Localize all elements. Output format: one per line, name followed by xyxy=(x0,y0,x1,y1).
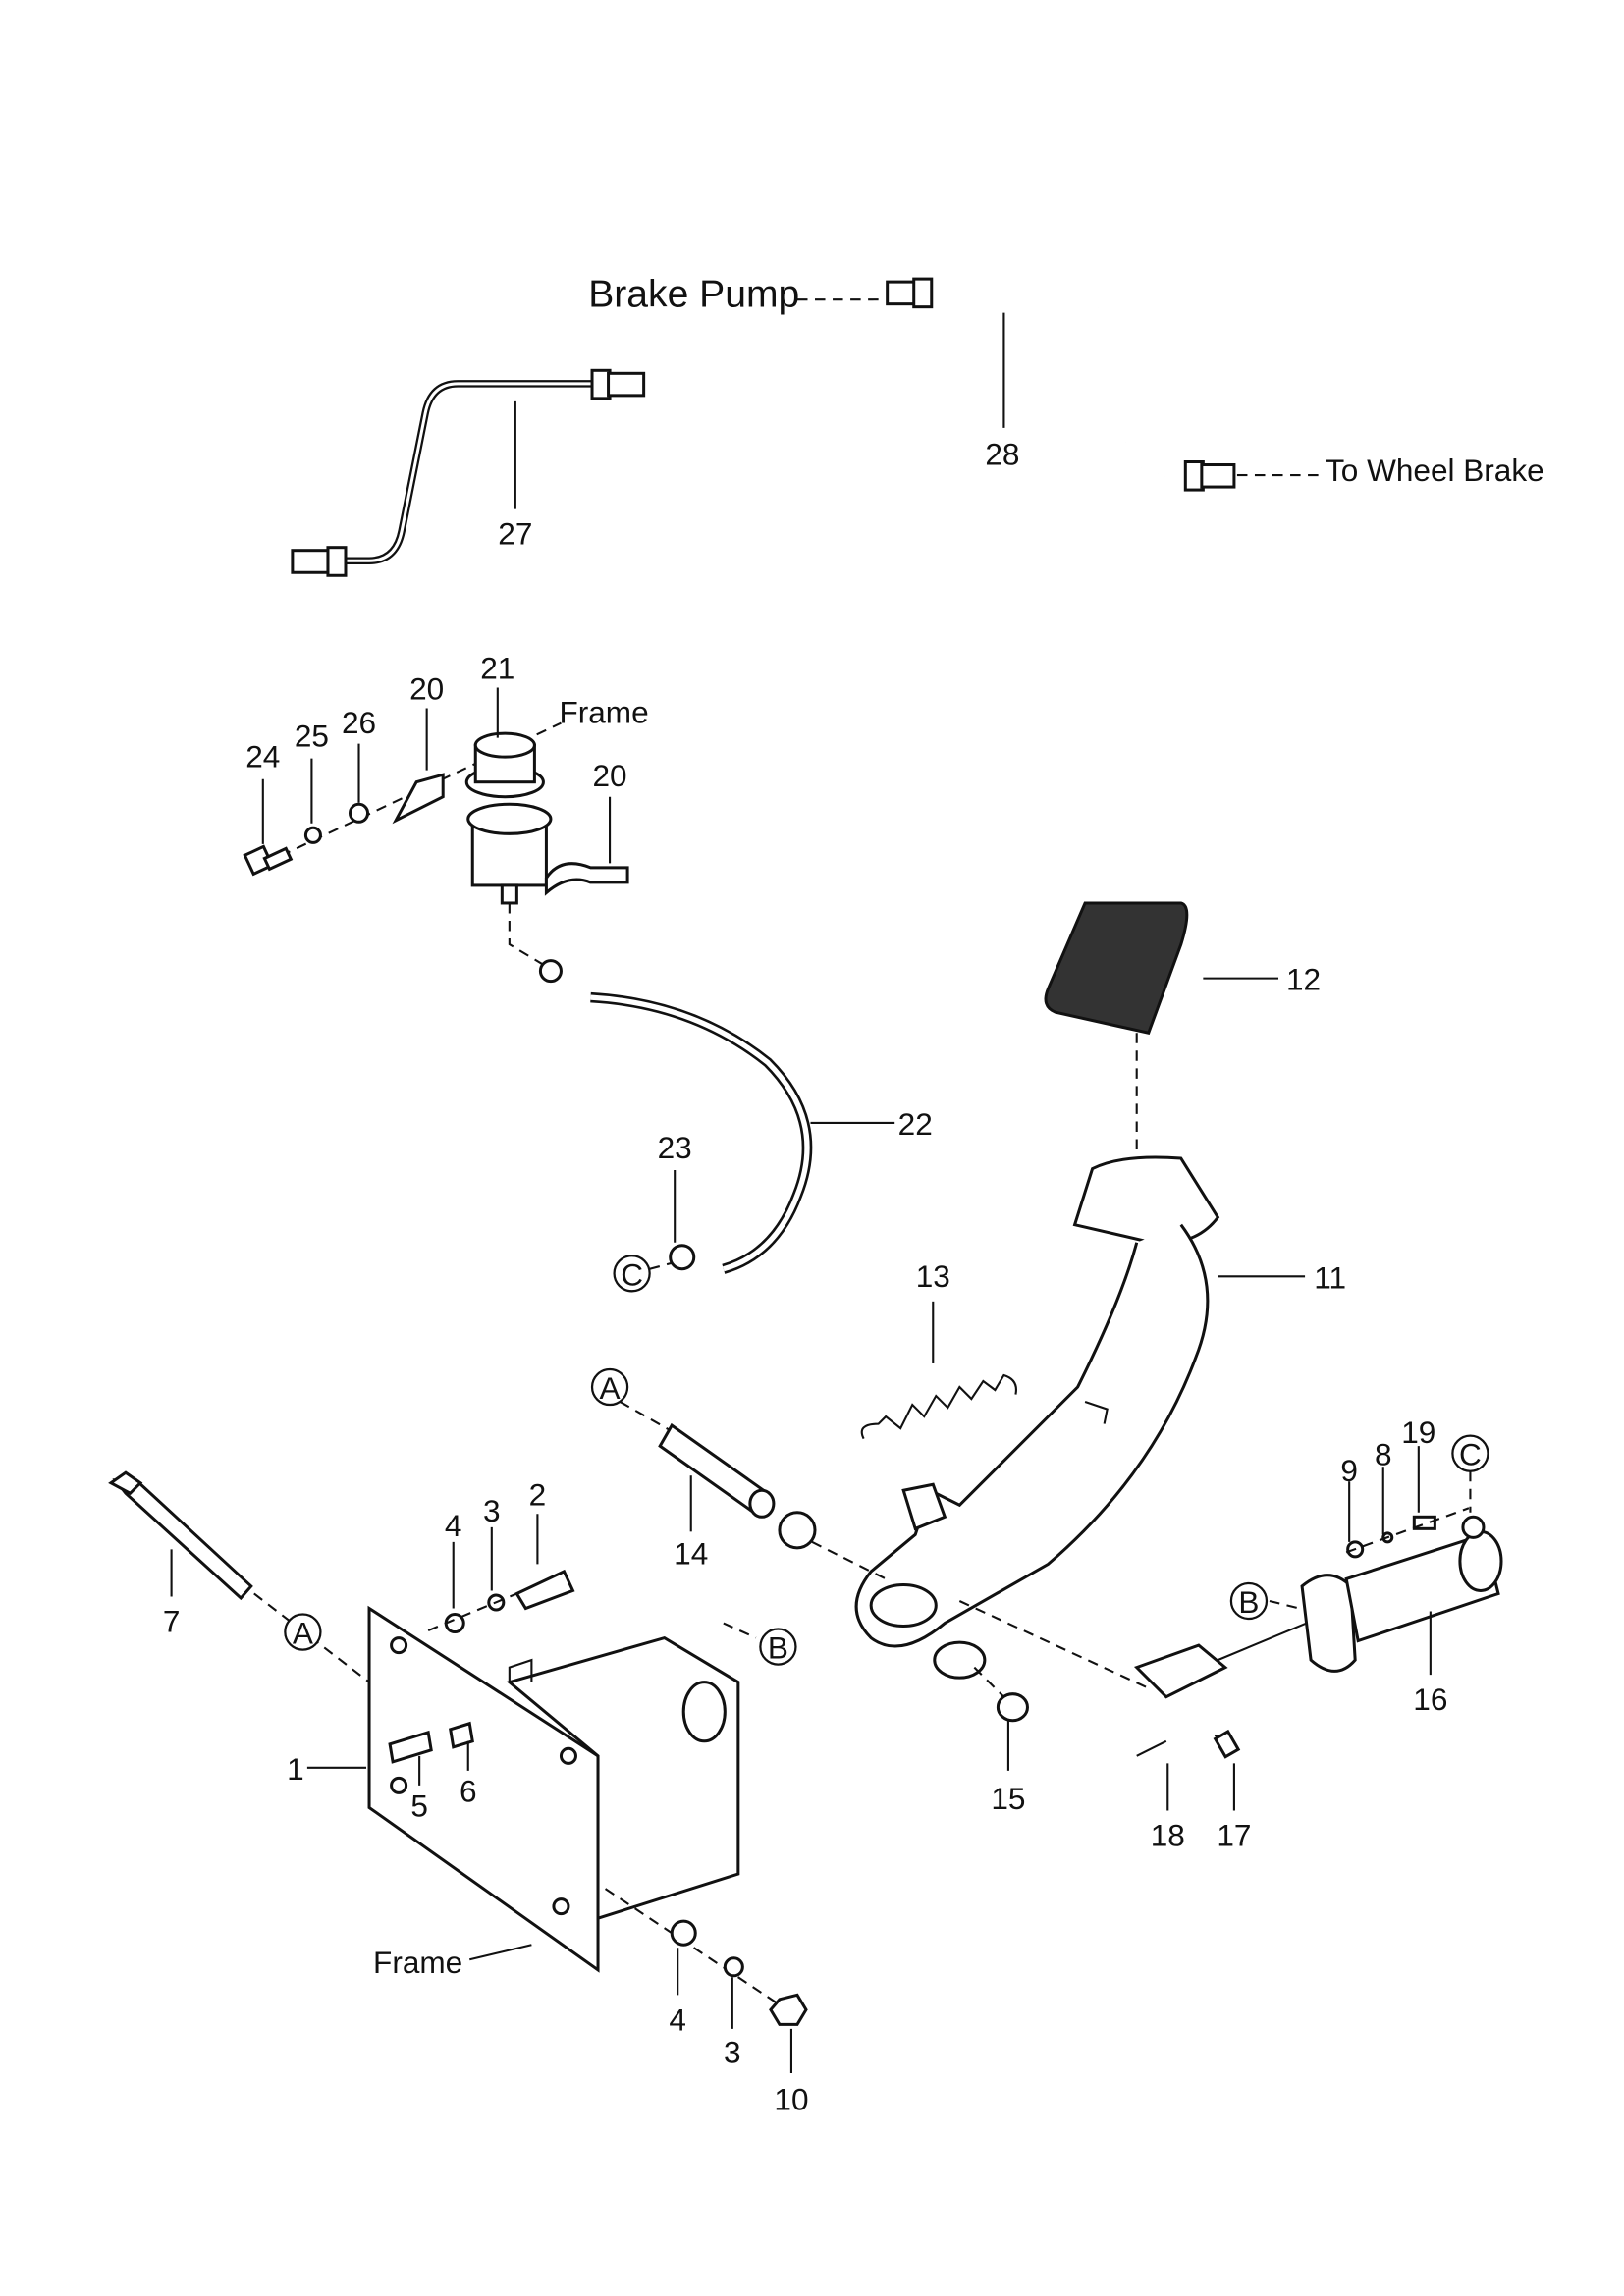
part-label-12: 12 xyxy=(1286,962,1321,997)
svg-text:C: C xyxy=(1459,1437,1482,1472)
part-label-5: 5 xyxy=(410,1788,428,1823)
part-label-19: 19 xyxy=(1401,1415,1435,1450)
part-label-27: 27 xyxy=(498,516,532,552)
brake-line-28 xyxy=(796,277,1326,492)
part-label-8: 8 xyxy=(1375,1437,1392,1472)
part-label-21: 21 xyxy=(480,650,514,685)
part-label-17: 17 xyxy=(1217,1818,1251,1853)
part-label-26: 26 xyxy=(342,705,376,740)
part-label-3-lower: 3 xyxy=(724,2034,741,2069)
brake-line-27 xyxy=(291,368,646,577)
brake-pump-label: Brake Pump xyxy=(588,274,799,316)
part-label-28: 28 xyxy=(985,437,1019,472)
part-label-2: 2 xyxy=(529,1476,547,1512)
part-label-11: 11 xyxy=(1314,1259,1346,1295)
part-label-22: 22 xyxy=(898,1106,933,1142)
part-label-15: 15 xyxy=(991,1781,1025,1816)
frame-label-bottom: Frame xyxy=(373,1945,462,1980)
pedal-assembly xyxy=(620,901,1306,1771)
svg-text:B: B xyxy=(1238,1584,1259,1620)
pedal-bracket-assembly xyxy=(108,1470,808,2074)
connector-c-left: C xyxy=(613,1255,651,1293)
frame-label-top: Frame xyxy=(559,695,648,730)
master-cylinder-assembly xyxy=(958,1446,1503,1811)
part-label-10: 10 xyxy=(774,2082,808,2117)
svg-text:A: A xyxy=(293,1616,313,1651)
part-label-4-lower: 4 xyxy=(669,2002,686,2037)
part-label-14: 14 xyxy=(674,1535,708,1571)
svg-text:C: C xyxy=(621,1256,643,1292)
part-label-24: 24 xyxy=(245,739,280,774)
connector-c-right: C xyxy=(1451,1434,1489,1472)
svg-text:A: A xyxy=(600,1370,621,1406)
connector-a-lower: A xyxy=(284,1613,322,1651)
to-wheel-brake-label: To Wheel Brake xyxy=(1326,453,1544,488)
part-label-9: 9 xyxy=(1340,1453,1358,1488)
connector-b-left: B xyxy=(759,1628,797,1666)
part-label-6: 6 xyxy=(460,1773,477,1808)
part-label-7: 7 xyxy=(163,1604,181,1639)
part-label-1: 1 xyxy=(287,1751,304,1787)
part-label-4-upper: 4 xyxy=(445,1508,462,1543)
part-label-3-upper: 3 xyxy=(483,1493,501,1528)
part-label-18: 18 xyxy=(1151,1818,1185,1853)
part-label-16: 16 xyxy=(1413,1682,1447,1717)
part-label-23: 23 xyxy=(658,1130,692,1165)
part-label-20-right: 20 xyxy=(593,758,627,793)
svg-text:B: B xyxy=(768,1630,788,1666)
reservoir-assembly xyxy=(243,687,895,1274)
connector-b-right: B xyxy=(1229,1581,1269,1621)
part-label-13: 13 xyxy=(916,1258,950,1294)
part-label-25: 25 xyxy=(295,719,329,754)
connector-a-upper: A xyxy=(590,1367,629,1407)
part-label-20-left: 20 xyxy=(409,671,444,707)
